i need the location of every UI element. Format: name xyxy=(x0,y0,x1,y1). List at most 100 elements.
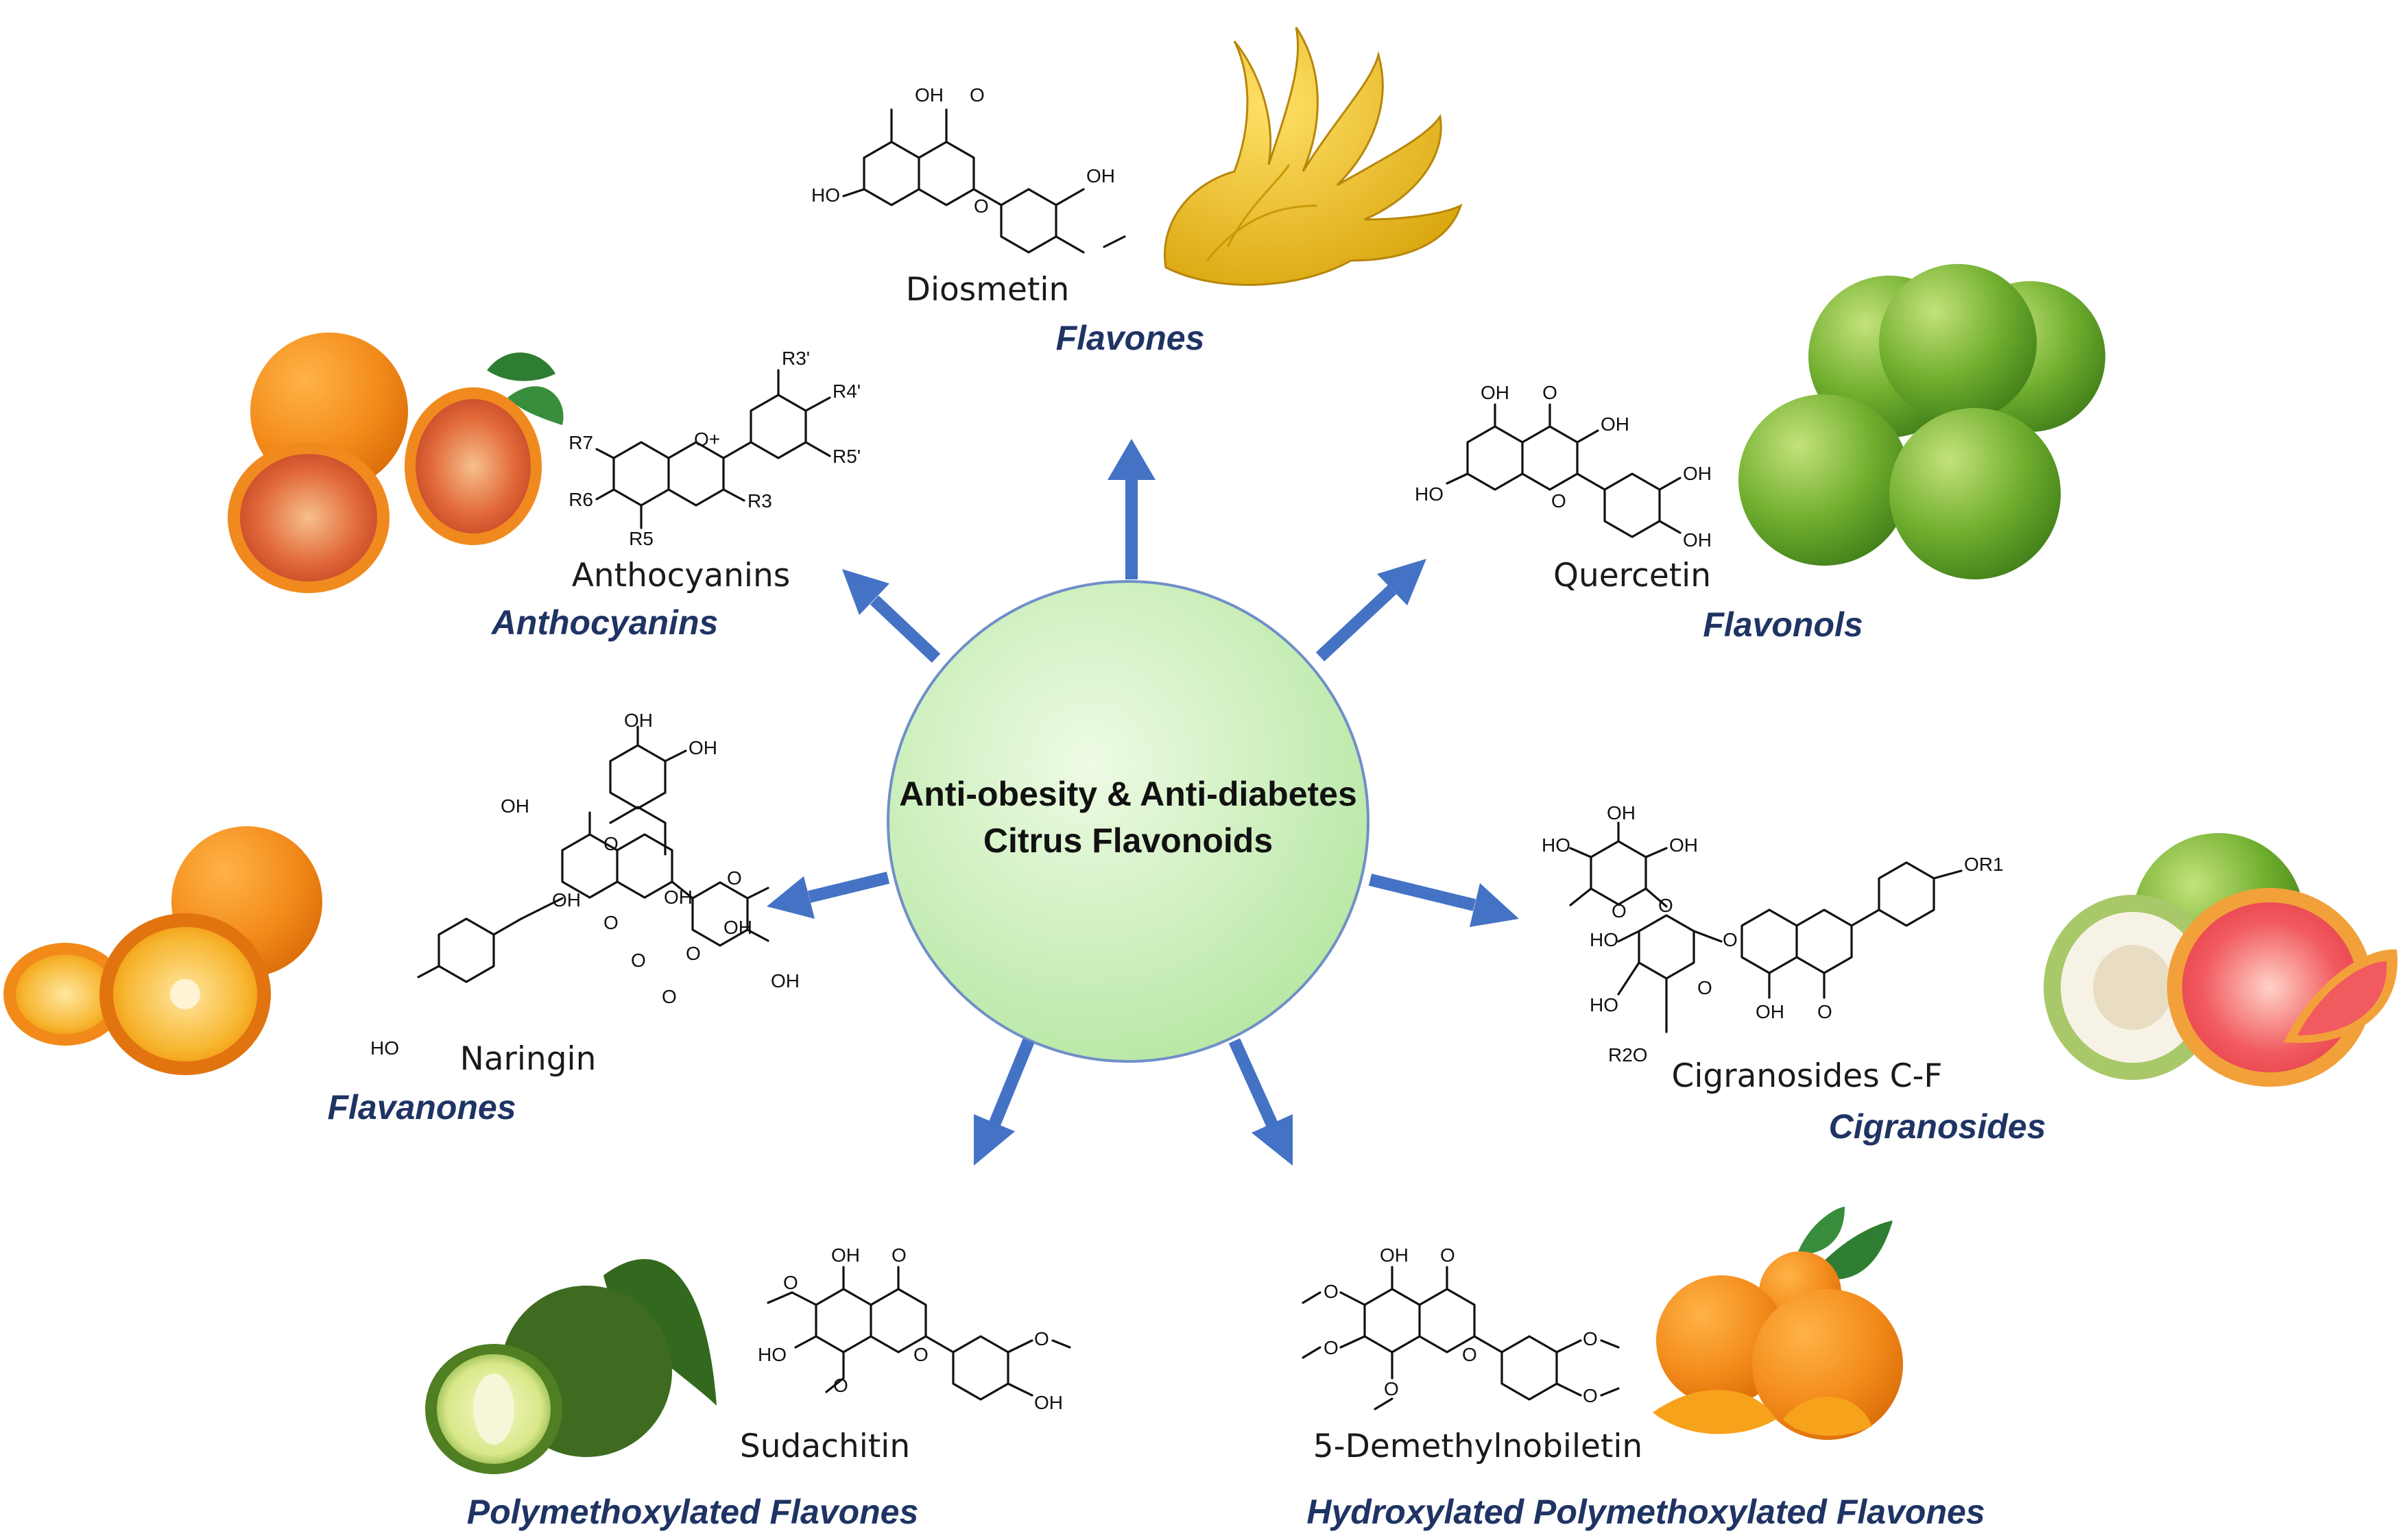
class-label-hpmf: Hydroxylated Polymethoxylated Flavones xyxy=(1306,1493,1985,1531)
class-label-cigranosides: Cigranosides xyxy=(1829,1107,2046,1146)
atom-label: O xyxy=(892,1244,907,1266)
arrow-to-flavonols xyxy=(1315,559,1426,662)
atom-label: O xyxy=(1583,1328,1598,1349)
fruit-blood-orange xyxy=(228,333,564,593)
arrow-to-flavones xyxy=(1108,439,1156,579)
atom-label: OH xyxy=(1034,1392,1063,1413)
atom-label: HO xyxy=(1590,929,1618,950)
fruit-bitter-orange xyxy=(3,826,322,1075)
atom-label: OH xyxy=(552,889,581,911)
compound-name-sudachitin: Sudachitin xyxy=(740,1428,910,1465)
atom-label: O xyxy=(1583,1385,1598,1406)
atom-label: R5' xyxy=(833,446,861,467)
atom-label: O xyxy=(1440,1244,1455,1266)
atom-label: OH xyxy=(689,737,717,758)
atom-label: OH xyxy=(831,1244,860,1266)
structure-cigranoside: OH HO OH O O OR1 HO O O HO R2O OH O xyxy=(1542,802,2004,1066)
fruit-mandarins xyxy=(1653,1207,1903,1440)
arrow-to-anthocyanins xyxy=(842,569,941,663)
atom-label: O xyxy=(974,195,989,217)
atom-label: O+ xyxy=(694,429,720,450)
arrows xyxy=(767,439,1519,1166)
atom-label: O xyxy=(1034,1328,1049,1349)
group-hpmf: OH O O O O O O O 5-Demethylnobiletin Hyd… xyxy=(1302,1207,1985,1531)
atom-label: OH xyxy=(915,84,944,106)
atom-label: O xyxy=(1817,1001,1832,1022)
atom-label: O xyxy=(662,986,677,1007)
group-cigranosides: OH HO OH O O OR1 HO O O HO R2O OH O Cigr… xyxy=(1542,802,2398,1146)
fruit-pomelo-grapefruit xyxy=(2044,833,2398,1087)
atom-label: OR1 xyxy=(1964,854,2004,875)
compound-name-anthocyanins: Anthocyanins xyxy=(572,557,791,594)
atom-label: O xyxy=(686,943,701,964)
atom-label: HO xyxy=(758,1344,787,1365)
class-label-flavanones: Flavanones xyxy=(327,1088,516,1127)
compound-name-cigranosides: Cigranosides C-F xyxy=(1672,1057,1943,1095)
atom-label: O xyxy=(1324,1281,1339,1302)
atom-label: R2O xyxy=(1608,1044,1648,1066)
atom-label: OH xyxy=(501,795,529,817)
group-flavanones: OH OH OH O OH O OH OH OH O O O O HO Nari… xyxy=(3,710,800,1127)
atom-label: O xyxy=(783,1272,798,1293)
atom-label: OH xyxy=(664,887,693,908)
atom-label: R5 xyxy=(629,528,654,549)
atom-label: O xyxy=(603,833,619,854)
compound-name-diosmetin: Diosmetin xyxy=(906,271,1069,309)
atom-label: HO xyxy=(1590,994,1618,1015)
center-node: Anti-obesity & Anti-diabetes Citrus Flav… xyxy=(887,580,1369,1063)
fruit-green-tangerines xyxy=(1738,264,2105,579)
atom-label: O xyxy=(1542,382,1557,403)
atom-label: HO xyxy=(1415,483,1444,505)
atom-label: OH xyxy=(1481,382,1509,403)
atom-label: OH xyxy=(1669,834,1698,856)
atom-label: O xyxy=(1723,929,1738,950)
atom-label: O xyxy=(1384,1378,1399,1399)
atom-label: O xyxy=(970,84,985,106)
group-flavones: OH O HO O OH Diosmetin Flavones xyxy=(811,27,1463,357)
center-circle xyxy=(887,580,1369,1063)
atom-label: O xyxy=(1462,1344,1477,1365)
atom-label: OH xyxy=(1756,1001,1784,1022)
atom-label: OH xyxy=(1380,1244,1409,1266)
atom-label: O xyxy=(631,950,646,971)
atom-label: R3' xyxy=(782,348,810,369)
atom-label: O xyxy=(1324,1337,1339,1358)
group-pmf: OH O O HO O O O OH Sudachitin Polymethox… xyxy=(425,1244,1071,1531)
atom-label: O xyxy=(913,1344,929,1365)
class-label-flavones: Flavones xyxy=(1056,319,1205,357)
compound-name-5-demethylnobiletin: 5-Demethylnobiletin xyxy=(1313,1428,1642,1465)
atom-label: R3 xyxy=(747,490,772,512)
structure-quercetin: OH O OH HO O OH OH xyxy=(1415,382,1712,551)
fruit-sudachi xyxy=(425,1259,717,1474)
fruit-buddhas-hand xyxy=(1164,27,1463,286)
atom-label: OH xyxy=(723,917,752,938)
arrow-to-flavanones xyxy=(767,871,890,919)
atom-label: OH xyxy=(1086,165,1115,187)
structure-sudachitin: OH O O HO O O O OH xyxy=(758,1244,1071,1413)
atom-label: OH xyxy=(624,710,653,731)
structure-anthocyanin: R3' R4' R5' R7 O+ R6 R5 R3 xyxy=(569,348,861,549)
arrow-to-hpmf xyxy=(1228,1038,1293,1166)
atom-label: O xyxy=(833,1375,848,1396)
atom-label: O xyxy=(1658,895,1673,916)
structure-naringin: OH OH OH O OH O OH OH OH O O O O HO xyxy=(370,710,800,1059)
atom-label: O xyxy=(1551,490,1566,512)
structure-5-demethylnobiletin: OH O O O O O O O xyxy=(1302,1244,1620,1410)
atom-label: O xyxy=(1612,900,1627,922)
atom-label: R6 xyxy=(569,489,593,510)
center-title-line2: Citrus Flavonoids xyxy=(983,821,1273,860)
class-label-anthocyanins: Anthocyanins xyxy=(490,603,719,642)
atom-label: OH xyxy=(1607,802,1636,823)
center-title-line1: Anti-obesity & Anti-diabetes xyxy=(899,775,1357,813)
group-anthocyanins: R3' R4' R5' R7 O+ R6 R5 R3 Anthocyanins … xyxy=(228,333,861,642)
structure-diosmetin: OH O HO O OH xyxy=(811,84,1126,254)
group-flavonols: OH O OH HO O OH OH Quercetin Flavonols xyxy=(1415,264,2105,644)
atom-label: O xyxy=(727,867,742,889)
atom-label: HO xyxy=(370,1037,399,1059)
class-label-pmf: Polymethoxylated Flavones xyxy=(467,1493,919,1531)
atom-label: O xyxy=(1697,977,1712,998)
atom-label: R4' xyxy=(833,381,861,402)
atom-label: HO xyxy=(1542,834,1570,856)
atom-label: OH xyxy=(771,970,800,991)
